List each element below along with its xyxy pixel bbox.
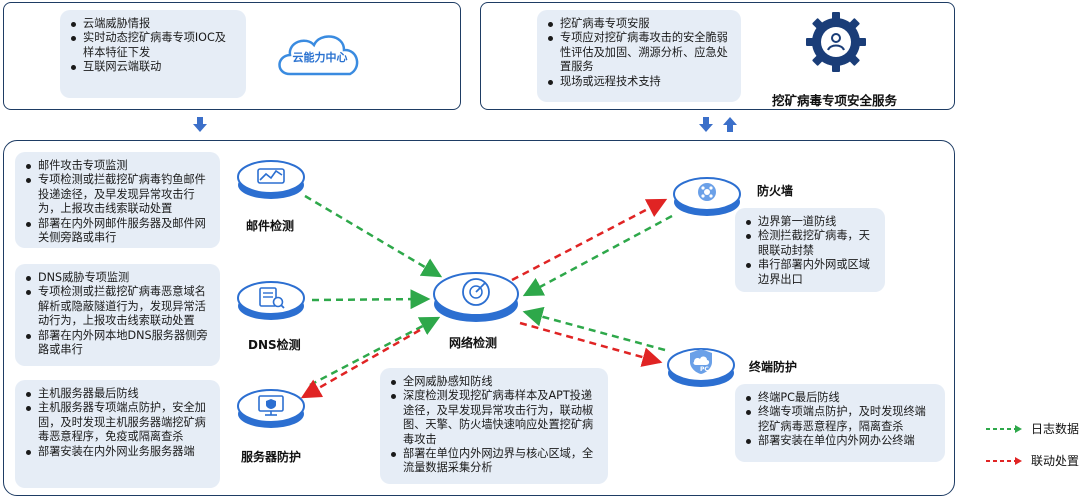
cloud-label: 云能力中心: [292, 51, 348, 64]
network-label: 网络检测: [449, 336, 498, 350]
list-item: 邮件攻击专项监测: [25, 159, 210, 173]
endpoint-label: 终端防护: [749, 360, 798, 374]
firewall-node: [672, 172, 742, 222]
firewall-label: 防火墙: [757, 184, 794, 198]
server-protection-node: [236, 384, 306, 434]
dns-card: DNS威胁专项监测 专项检测或拦截挖矿病毒恶意域名解析或隐蔽隧道行为，发现异常活…: [15, 264, 220, 366]
gear-icon: [802, 8, 870, 76]
monitor-shield-icon: [258, 395, 284, 416]
chart-icon: [257, 168, 285, 184]
pc-shield-icon: PC: [690, 349, 712, 374]
list-item: 部署在内外网邮件服务器及邮件网关侧旁路或串行: [25, 217, 210, 246]
legend-log-label: 日志数据: [1031, 422, 1080, 436]
list-item: 主机服务器专项端点防护，安全加固，及时发现主机服务器端挖矿病毒恶意程序，免疫或隔…: [25, 401, 210, 444]
network-card: 全网威胁感知防线 深度检测发现挖矿病毒样本及APT投递途径，及早发现异常攻击行为…: [380, 368, 608, 484]
svg-text:PC: PC: [700, 366, 709, 373]
list-item: 主机服务器最后防线: [25, 387, 210, 401]
list-item: 串行部署内外网或区域边界出口: [745, 258, 875, 287]
arrow-network-to-server: [300, 328, 421, 399]
list-item: 部署在单位内外网边界与核心区域，全流量数据采集分析: [390, 447, 598, 476]
list-item: 挖矿病毒专项安服: [547, 17, 731, 31]
firewall-card: 边界第一道防线 检测拦截挖矿病毒，天眼联动封禁 串行部署内外网或区域边界出口: [735, 208, 885, 292]
legend-linkage: 联动处置: [985, 452, 1079, 469]
arrow-network-to-endpoint: [519, 321, 663, 367]
red-dashed-arrow-icon: [986, 456, 1022, 465]
list-item: 检测拦截挖矿病毒，天眼联动封禁: [745, 229, 875, 258]
service-card: 挖矿病毒专项安服 专项应对挖矿病毒攻击的安全脆弱性评估及加固、溯源分析、应急处置…: [537, 10, 741, 102]
list-item: DNS威胁专项监测: [25, 271, 210, 285]
list-item: 边界第一道防线: [745, 215, 875, 229]
list-item: 部署安装在单位内外网办公终端: [745, 434, 935, 448]
arrow-endpoint-to-network: [522, 306, 666, 352]
firewall-icon: [698, 183, 716, 201]
list-item: 实时动态挖矿病毒专项IOC及样本特征下发: [70, 31, 236, 60]
mail-detection-node: [236, 155, 306, 205]
service-title: 挖矿病毒专项安全服务: [772, 93, 898, 108]
radar-icon: [462, 278, 490, 306]
list-item: 云端威胁情报: [70, 17, 236, 31]
list-item: 专项检测或拦截挖矿病毒恶意域名解析或隐蔽隧道行为，发现异常活动行为，上报攻击线索…: [25, 285, 210, 328]
cloud-intel-card: 云端威胁情报 实时动态挖矿病毒专项IOC及样本特征下发 互联网云端联动: [60, 10, 246, 98]
dns-detection-node: [236, 276, 306, 326]
list-item: 全网威胁感知防线: [390, 375, 598, 389]
arrow-mail-to-network: [304, 194, 443, 278]
list-item: 终端PC最后防线: [745, 391, 935, 405]
server-label: 服务器防护: [241, 450, 302, 464]
connector-arrows: [193, 117, 737, 132]
green-dashed-arrow-icon: [986, 424, 1022, 433]
mail-label: 邮件检测: [246, 219, 295, 233]
arrow-network-to-firewall: [511, 198, 668, 282]
network-detection-node: [432, 266, 520, 328]
list-item: 专项检测或拦截挖矿病毒钓鱼邮件投递途径，及早发现异常攻击行为，上报攻击线索联动处…: [25, 173, 210, 216]
list-item: 互联网云端联动: [70, 60, 236, 74]
arrow-dns-to-network: [311, 289, 431, 310]
legend-linkage-label: 联动处置: [1031, 454, 1080, 468]
mail-card: 邮件攻击专项监测 专项检测或拦截挖矿病毒钓鱼邮件投递途径，及早发现异常攻击行为，…: [15, 152, 220, 248]
endpoint-card: 终端PC最后防线 终端专项端点防护，及时发现终端挖矿病毒恶意程序，隔离查杀 部署…: [735, 384, 945, 462]
list-item: 现场或远程技术支持: [547, 75, 731, 89]
list-item: 部署安装在内外网业务服务器端: [25, 445, 210, 459]
server-card: 主机服务器最后防线 主机服务器专项端点防护，安全加固，及时发现主机服务器端挖矿病…: [15, 380, 220, 488]
cloud-icon: 云能力中心: [270, 28, 370, 82]
dns-label: DNS检测: [248, 338, 301, 352]
list-item: 深度检测发现挖矿病毒样本及APT投递途径，及早发现异常攻击行为，联动椒图、天擎、…: [390, 389, 598, 447]
arrow-server-to-network: [309, 316, 441, 387]
arrow-firewall-to-network: [522, 214, 673, 297]
list-item: 专项应对挖矿病毒攻击的安全脆弱性评估及加固、溯源分析、应急处置服务: [547, 31, 731, 74]
server-search-icon: [259, 287, 285, 309]
list-item: 终端专项端点防护，及时发现终端挖矿病毒恶意程序，隔离查杀: [745, 405, 935, 434]
legend-log-data: 日志数据: [985, 420, 1079, 437]
endpoint-protection-node: PC: [666, 340, 736, 394]
list-item: 部署在内外网本地DNS服务器侧旁路或串行: [25, 329, 210, 358]
